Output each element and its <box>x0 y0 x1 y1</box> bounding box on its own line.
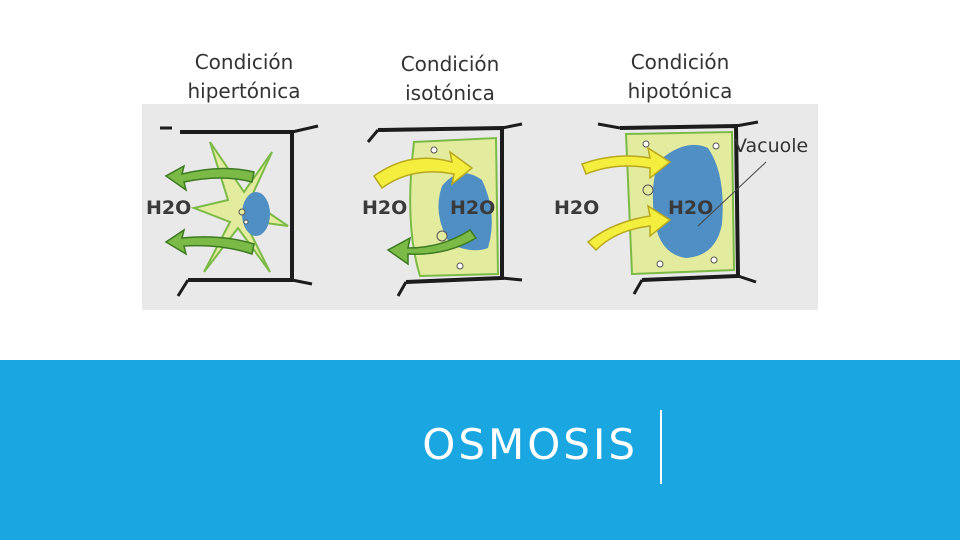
hypotonic-organelle <box>710 256 718 264</box>
hypotonic-water-in-arrow <box>586 204 672 252</box>
isotonic-vacuole <box>438 173 492 251</box>
isotonic-organelle <box>456 262 464 270</box>
hypotonic-organelle <box>656 260 664 268</box>
water-label-hypotonic-outside: H2O <box>554 197 599 219</box>
hypotonic-cell <box>581 120 767 295</box>
isotonic-neighbor-walls <box>366 122 523 297</box>
isotonic-water-in-arrow <box>372 150 474 190</box>
hypotonic-neighbor-walls <box>597 120 759 295</box>
title-band <box>0 360 960 540</box>
water-label-hypotonic-inside: H2O <box>668 197 713 219</box>
hypertonic-water-out-arrow <box>164 228 255 256</box>
hypotonic-organelle <box>642 184 654 196</box>
isotonic-cell-wall <box>377 125 504 284</box>
hypotonic-organelle <box>712 142 720 150</box>
hypotonic-vacuole <box>652 144 723 258</box>
hypotonic-heading: Condición hipotónica <box>627 50 733 103</box>
water-label-isotonic-outside: H2O <box>362 197 407 219</box>
slide-title: OSMOSIS <box>422 420 638 469</box>
hypotonic-water-in-arrow <box>581 146 672 180</box>
isotonic-heading: Condición isotónica <box>400 52 500 105</box>
water-label-isotonic-inside: H2O <box>450 197 495 219</box>
hypertonic-shrunken-cytoplasm <box>190 141 289 273</box>
isotonic-organelle <box>430 146 438 154</box>
vacuole-label: Vacuole <box>734 135 808 157</box>
hypertonic-neighbor-walls <box>160 124 319 297</box>
hypertonic-cell-wall <box>180 130 294 282</box>
hypertonic-water-out-arrow <box>164 164 255 192</box>
hypotonic-cell-wall <box>619 123 741 282</box>
vacuole-pointer-line <box>697 161 767 227</box>
osmosis-diagram: H2O H2O H2O H2O H2O Vacuole <box>142 104 818 310</box>
hypertonic-organelle <box>243 219 249 225</box>
isotonic-organelle <box>436 230 448 242</box>
hypertonic-heading: Condición hipertónica <box>187 50 301 103</box>
hypertonic-vacuole <box>242 192 270 236</box>
hypotonic-organelle <box>642 140 650 148</box>
water-label-hypertonic: H2O <box>146 197 191 219</box>
title-divider <box>660 410 662 484</box>
hypertonic-cell <box>160 124 319 297</box>
isotonic-cell <box>366 122 523 297</box>
isotonic-water-out-arrow <box>386 228 478 266</box>
hypertonic-organelle <box>238 208 246 216</box>
